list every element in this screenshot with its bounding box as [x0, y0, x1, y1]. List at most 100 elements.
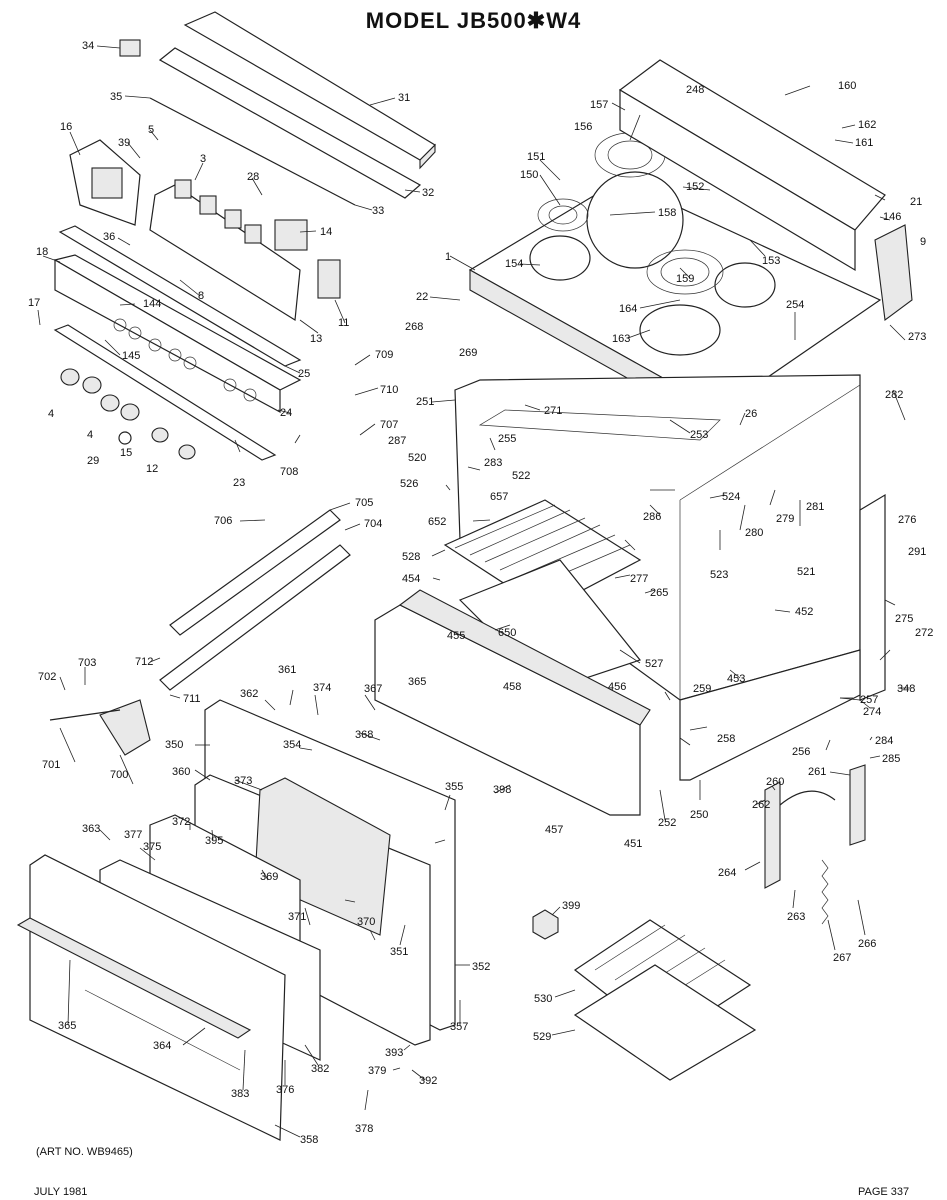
part-label: 362 — [240, 688, 258, 700]
part-label: 267 — [833, 952, 851, 964]
part-label: 248 — [686, 84, 704, 96]
part-label: 250 — [690, 809, 708, 821]
part-label: 283 — [484, 457, 502, 469]
part-label: 360 — [172, 766, 190, 778]
part-label: 163 — [612, 333, 630, 345]
part-label: 371 — [288, 911, 306, 923]
part-label: 357 — [450, 1021, 468, 1033]
door-handle-365 — [16, 917, 252, 1039]
part-label: 451 — [624, 838, 642, 850]
part-label: 3 — [200, 153, 206, 165]
part-label: 524 — [722, 491, 740, 503]
part-label: 364 — [153, 1040, 171, 1052]
support-rail-705 — [169, 509, 341, 636]
part-label: 273 — [908, 331, 926, 343]
part-label: 277 — [630, 573, 648, 585]
part-label: 4 — [48, 408, 54, 420]
part-label: 154 — [505, 258, 523, 270]
part-label: 151 — [527, 151, 545, 163]
part-label: 455 — [447, 630, 465, 642]
part-label: 282 — [885, 389, 903, 401]
part-label: 379 — [368, 1065, 386, 1077]
part-label: 145 — [122, 350, 140, 362]
part-label: 269 — [459, 347, 477, 359]
part-label: 703 — [78, 657, 96, 669]
part-label: 262 — [752, 799, 770, 811]
part-label: 709 — [375, 349, 393, 361]
part-labels: 1 3 4 4 5 8 9 11 12 13 14 15 16 17 18 21… — [28, 40, 933, 1146]
part-label: 159 — [676, 273, 694, 285]
part-label: 375 — [143, 841, 161, 853]
part-label: 24 — [280, 407, 292, 419]
part-label: 146 — [883, 211, 901, 223]
footer-date: JULY 1981 — [34, 1186, 88, 1198]
spring-267 — [821, 859, 829, 925]
part-label: 706 — [214, 515, 232, 527]
part-label: 355 — [445, 781, 463, 793]
part-label: 36 — [103, 231, 115, 243]
part-label: 382 — [311, 1063, 329, 1075]
part-label: 162 — [858, 119, 876, 131]
part-label: 21 — [910, 196, 922, 208]
part-label: 254 — [786, 299, 804, 311]
part-label: 372 — [172, 816, 190, 828]
part-label: 363 — [82, 823, 100, 835]
part-label: 700 — [110, 769, 128, 781]
part-label: 29 — [87, 455, 99, 467]
part-label: 271 — [544, 405, 562, 417]
part-label: 23 — [233, 477, 245, 489]
part-label: 276 — [898, 514, 916, 526]
part-label: 453 — [727, 673, 745, 685]
part-label: 657 — [490, 491, 508, 503]
part-label: 8 — [198, 290, 204, 302]
part-label: 16 — [60, 121, 72, 133]
part-label: 348 — [897, 683, 915, 695]
part-label: 272 — [915, 627, 933, 639]
part-label: 265 — [650, 587, 668, 599]
part-label: 526 — [400, 478, 418, 490]
part-label: 527 — [645, 658, 663, 670]
part-label: 358 — [300, 1134, 318, 1146]
bracket-34 — [119, 39, 141, 57]
part-label: 253 — [690, 429, 708, 441]
part-label: 274 — [863, 706, 881, 718]
part-label: 22 — [416, 291, 428, 303]
leader-lines — [37, 45, 910, 1138]
part-label: 264 — [718, 867, 736, 879]
part-label: 704 — [364, 518, 382, 530]
part-label: 398 — [493, 784, 511, 796]
part-label: 261 — [808, 766, 826, 778]
part-label: 352 — [472, 961, 490, 973]
part-label: 707 — [380, 419, 398, 431]
part-label: 257 — [860, 694, 878, 706]
part-label: 650 — [498, 627, 516, 639]
trim-strip-31 — [183, 11, 436, 170]
part-label: 392 — [419, 1075, 437, 1087]
part-label: 9 — [920, 236, 926, 248]
drawer-front-457 — [374, 589, 651, 816]
part-label: 365 — [408, 676, 426, 688]
part-label: 153 — [762, 255, 780, 267]
switch-11 — [317, 259, 341, 299]
hinge-260 — [764, 781, 836, 889]
support-rail-704 — [159, 544, 351, 691]
vent-grille-9 — [874, 224, 913, 322]
part-label: 361 — [278, 664, 296, 676]
part-label: 14 — [320, 226, 332, 238]
part-label: 529 — [533, 1031, 551, 1043]
part-label: 26 — [745, 408, 757, 420]
part-label: 286 — [643, 511, 661, 523]
part-label: 291 — [908, 546, 926, 558]
part-label: 4 — [87, 429, 93, 441]
part-label: 35 — [110, 91, 122, 103]
control-panel-13 — [149, 179, 301, 322]
part-label: 12 — [146, 463, 158, 475]
part-label: 33 — [372, 205, 384, 217]
part-label: 156 — [574, 121, 592, 133]
part-label: 367 — [364, 683, 382, 695]
part-label: 287 — [388, 435, 406, 447]
part-label: 530 — [534, 993, 552, 1005]
part-label: 263 — [787, 911, 805, 923]
lock-assembly-700 — [49, 699, 151, 756]
part-label: 521 — [797, 566, 815, 578]
